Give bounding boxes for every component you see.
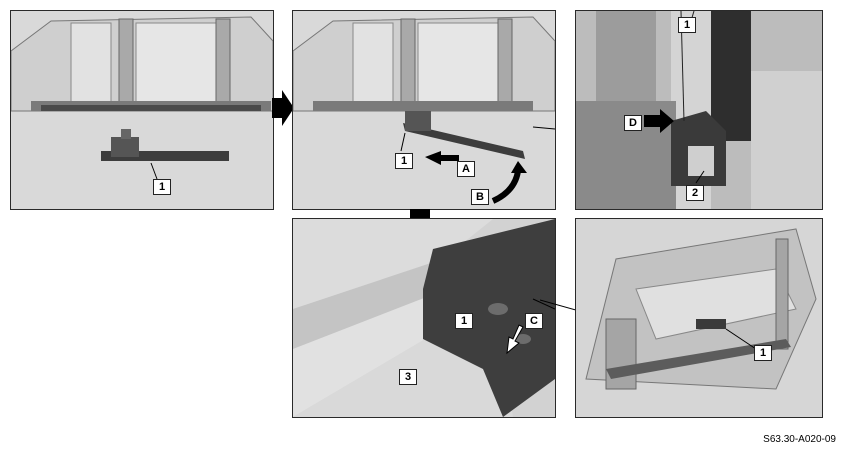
callout-direction-d: D: [624, 115, 642, 131]
panel-side-view-1: 1: [10, 10, 274, 210]
body-overview-illustration: [576, 219, 822, 417]
document-code: S63.30-A020-09: [763, 434, 836, 445]
panel-side-view-2: 1 A B: [292, 10, 556, 210]
panel-detail-closeup: 1 D 2: [575, 10, 823, 210]
callout-part-1: 1: [678, 17, 696, 33]
panel-body-overview: 1: [575, 218, 823, 418]
callout-part-1: 1: [153, 179, 171, 195]
callout-part-1: 1: [754, 345, 772, 361]
panel-interior-closeup: 1 C 3: [292, 218, 556, 418]
sill-part-removed: [101, 129, 229, 161]
callout-bracket-2: 2: [686, 185, 704, 201]
arrow-b-icon: [491, 170, 521, 204]
side-body-illustration: [11, 11, 273, 209]
arrow-c-icon: [506, 324, 524, 355]
arrow-d-icon: [644, 109, 674, 133]
callout-direction-a: A: [457, 161, 475, 177]
part-1-overview: [696, 319, 726, 329]
callout-floor-3: 3: [399, 369, 417, 385]
part-1-interior: [423, 219, 555, 417]
callout-part-1: 1: [395, 153, 413, 169]
sill-part-installing: [403, 111, 525, 159]
callout-direction-c: C: [525, 313, 543, 329]
right-arrow-icon: [272, 90, 294, 126]
interior-illustration: [293, 219, 555, 417]
arrow-a-icon: [425, 151, 459, 165]
callout-direction-b: B: [471, 189, 489, 205]
bracket-part-2: [671, 111, 726, 186]
side-body-illustration-2: [293, 11, 555, 209]
callout-part-1: 1: [455, 313, 473, 329]
detail-illustration: [576, 11, 822, 209]
